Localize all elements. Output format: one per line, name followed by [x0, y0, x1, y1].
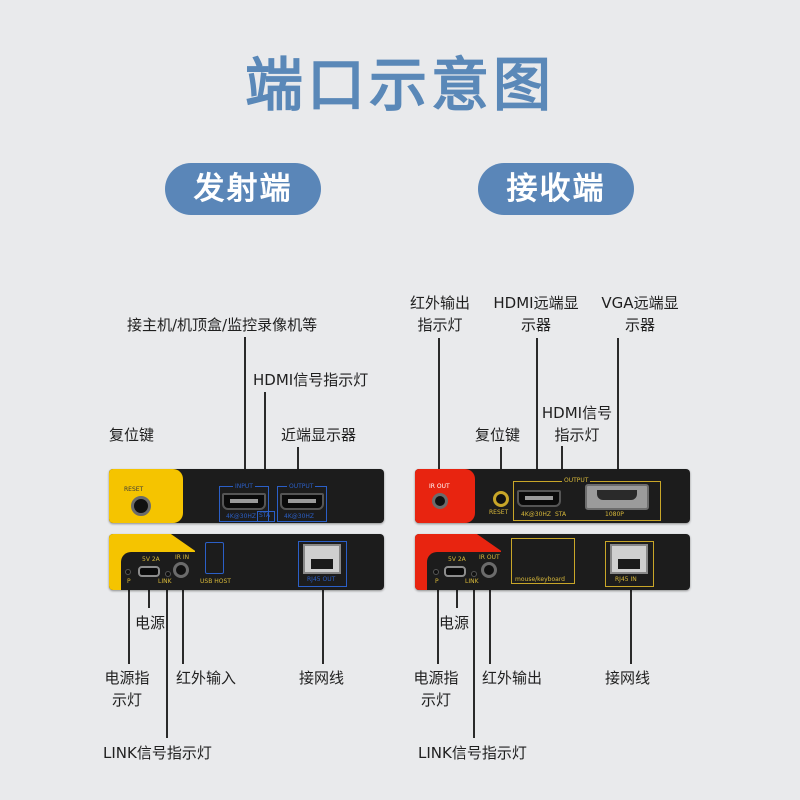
receiver-pill: 接收端	[478, 163, 634, 215]
receiver-ir-out-port[interactable]	[481, 562, 497, 578]
sender-output-text: OUTPUT	[287, 483, 316, 490]
sender-link-text: LINK	[158, 578, 172, 585]
sender-lan-line	[322, 580, 324, 664]
receiver-power-text: 5V 2A	[448, 556, 466, 563]
receiver-ir-out-line	[489, 578, 491, 664]
sender-usb-host-port[interactable]	[205, 542, 224, 574]
receiver-hdmi-res-text: 4K@30HZ	[521, 511, 552, 518]
receiver-reset-text: RESET	[489, 509, 509, 516]
receiver-ir-out-led-label: 红外输出指示灯	[409, 294, 470, 334]
sender-hdmi-led-line	[264, 392, 266, 512]
receiver-power-led-label: 电源指示灯	[413, 669, 459, 709]
receiver-power-led-line	[437, 578, 439, 664]
receiver-power-led	[433, 569, 439, 575]
receiver-hdmi-far-label: HDMI远端显示器	[493, 294, 579, 334]
sender-reset-text: RESET	[124, 486, 144, 493]
receiver-mouse-keyboard-frame[interactable]	[511, 538, 575, 584]
receiver-vga-port[interactable]	[585, 484, 649, 510]
receiver-hdmi-output-port[interactable]	[517, 490, 561, 507]
receiver-link-led	[471, 571, 477, 577]
receiver-ir-out-label: 红外输出	[482, 669, 543, 687]
receiver-ir-out-port-text: IR OUT	[479, 554, 500, 561]
sender-hdmi-output-port[interactable]	[280, 493, 324, 510]
sender-power-led	[125, 569, 131, 575]
sender-link-led	[165, 571, 171, 577]
receiver-ir-out-led	[432, 493, 448, 509]
receiver-ir-out-led-line	[438, 338, 440, 478]
receiver-hdmi-far-line	[536, 338, 538, 488]
receiver-hdmi-signal-label: HDMI信号指示灯	[541, 404, 613, 444]
sender-rj45-port[interactable]	[303, 544, 341, 574]
sender-usbc-power-port[interactable]	[138, 566, 160, 577]
sender-front-yellow-band	[109, 469, 183, 523]
receiver-ir-out-text: IR OUT	[429, 483, 450, 490]
sender-reset-label: 复位键	[109, 426, 155, 444]
sender-usb-host-text: USB HOST	[200, 578, 231, 585]
sender-rj45-frame	[298, 541, 347, 587]
sender-pill: 发射端	[165, 163, 321, 215]
receiver-power-line	[456, 578, 458, 608]
sender-input-text: INPUT	[233, 483, 255, 490]
sender-near-display-label: 近端显示器	[281, 426, 357, 444]
receiver-power-label: 电源	[439, 614, 470, 632]
receiver-reset-line	[500, 447, 502, 487]
receiver-reset-button[interactable]	[493, 491, 509, 507]
sender-power-line	[148, 578, 150, 608]
sender-link-led-line	[166, 578, 168, 738]
receiver-front-panel: IR OUT RESET OUTPUT 4K@30HZ STA 1080P	[415, 469, 690, 523]
receiver-p-text: P	[435, 578, 439, 585]
sender-output-res-text: 4K@30HZ	[284, 513, 315, 520]
receiver-rj45-port[interactable]	[610, 544, 648, 574]
sender-rear-dark-inset	[121, 552, 203, 590]
sender-host-line	[244, 337, 246, 485]
sender-link-led-label: LINK信号指示灯	[103, 744, 212, 762]
sender-hdmi-led-label: HDMI信号指示灯	[253, 371, 369, 389]
receiver-lan-line	[630, 580, 632, 664]
sender-lan-label: 接网线	[299, 669, 345, 687]
sender-power-text: 5V 2A	[142, 556, 160, 563]
sender-ir-in-text: IR IN	[175, 554, 190, 561]
sender-p-text: P	[127, 578, 131, 585]
sender-input-res-text: 4K@30HZ	[226, 513, 257, 520]
sender-ir-in-label: 红外输入	[176, 669, 237, 687]
sender-sta-frame	[257, 511, 275, 522]
sender-host-label: 接主机/机顶盒/监控录像机等	[127, 316, 318, 334]
sender-power-led-label: 电源指示灯	[104, 669, 150, 709]
receiver-sta-text: STA	[555, 511, 567, 518]
receiver-rear-panel: 5V 2A P IR OUT LINK mouse/keyboard RJ45 …	[415, 534, 690, 590]
sender-ir-in-line	[182, 578, 184, 664]
sender-rear-panel: 5V 2A P IR IN LINK USB HOST RJ45 OUT	[109, 534, 384, 590]
receiver-link-text: LINK	[465, 578, 479, 585]
page-title: 端口示意图	[244, 51, 555, 119]
sender-rj45-text: RJ45 OUT	[307, 576, 336, 583]
sender-hdmi-input-port[interactable]	[222, 493, 266, 510]
receiver-mouse-keyboard-text: mouse/keyboard	[515, 576, 565, 583]
receiver-output-text: OUTPUT	[562, 477, 591, 484]
receiver-vga-res-text: 1080P	[605, 511, 624, 518]
sender-near-display-line	[297, 447, 299, 485]
receiver-link-led-label: LINK信号指示灯	[418, 744, 527, 762]
receiver-rj45-frame	[605, 541, 654, 587]
sender-reset-button[interactable]	[131, 496, 151, 516]
receiver-lan-label: 接网线	[605, 669, 651, 687]
receiver-reset-label: 复位键	[475, 426, 521, 444]
sender-front-panel: RESET INPUT 4K@30HZ STA OUTPUT 4K@30HZ	[109, 469, 384, 523]
receiver-usbc-power-port[interactable]	[444, 566, 466, 577]
receiver-rj45-text: RJ45 IN	[615, 576, 637, 583]
receiver-vga-far-line	[617, 338, 619, 472]
sender-power-label: 电源	[135, 614, 166, 632]
sender-sta-text: STA	[259, 512, 271, 519]
sender-power-led-line	[128, 578, 130, 664]
receiver-link-led-line	[473, 578, 475, 738]
receiver-vga-far-label: VGA远端显示器	[601, 294, 679, 334]
sender-ir-in-port[interactable]	[173, 562, 189, 578]
